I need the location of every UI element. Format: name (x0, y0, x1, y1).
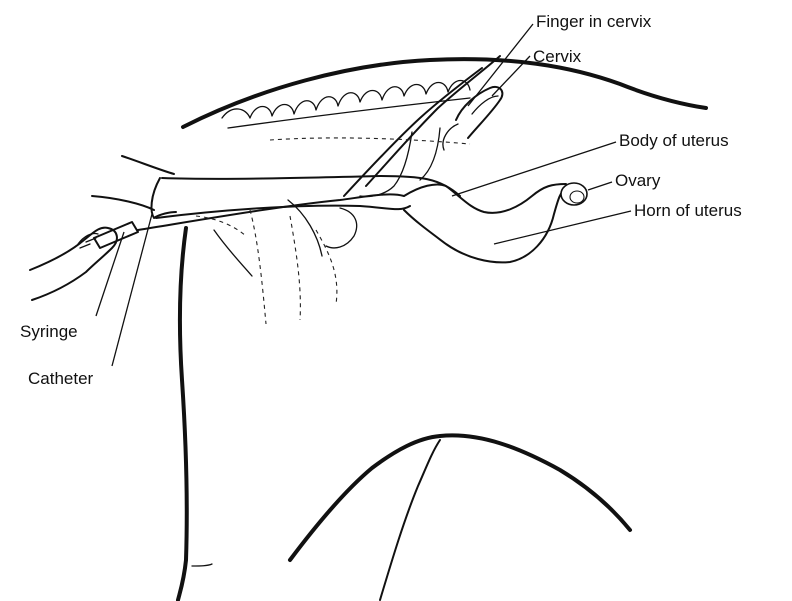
leader-finger-in-cervix (468, 24, 533, 106)
uterus-body (404, 184, 566, 213)
leader-catheter (112, 214, 152, 366)
thigh-front (288, 200, 322, 256)
hind-leg-rear (178, 228, 187, 600)
hand-outline (30, 228, 117, 300)
finger-tip (472, 96, 498, 114)
hind-leg-front (290, 435, 630, 560)
vaginal-tube-upper (162, 176, 460, 196)
label-ovary: Ovary (615, 171, 661, 190)
muscle-dotted (316, 230, 337, 304)
femur-dotted (250, 210, 266, 324)
tail-upper (122, 156, 174, 174)
label-body-of-uterus: Body of uterus (619, 131, 729, 150)
femur-dotted-2 (290, 216, 300, 320)
pelvis-inner (420, 128, 440, 180)
belly-dotted (270, 138, 470, 144)
hind-leg-stifle (192, 564, 212, 566)
finger-inner (443, 124, 458, 150)
label-horn-of-uterus: Horn of uterus (634, 201, 742, 220)
label-finger-in-cervix: Finger in cervix (536, 12, 652, 31)
arm-upper-edge (366, 56, 500, 186)
label-catheter: Catheter (28, 369, 94, 388)
thigh-rear (214, 230, 252, 276)
leader-horn-of-uterus (494, 211, 631, 244)
arm-palm (326, 208, 357, 248)
hind-leg-inner (380, 440, 440, 600)
finger-outline (456, 87, 502, 138)
catheter-tube (138, 194, 404, 230)
back-outline (183, 59, 706, 127)
label-syringe: Syringe (20, 322, 78, 341)
leader-ovary (588, 182, 612, 190)
tail-lower (92, 196, 154, 210)
uterus-horn (404, 188, 566, 262)
leader-body-of-uterus (452, 142, 616, 196)
label-cervix: Cervix (533, 47, 582, 66)
vulva-fold (152, 178, 176, 218)
